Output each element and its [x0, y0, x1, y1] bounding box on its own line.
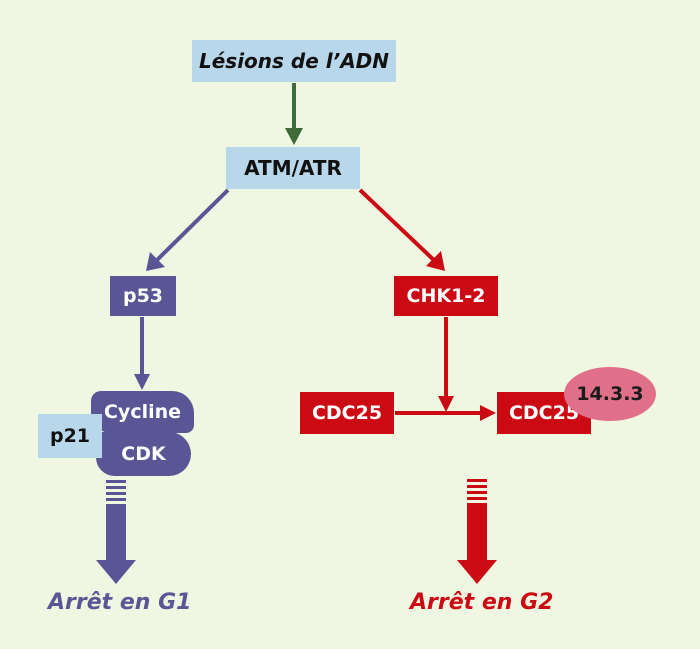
arrowhead-chk-to-junction: [438, 396, 454, 412]
arrow-atm-to-chk: [358, 188, 439, 265]
arrow-cdc25-to-g2: [457, 479, 497, 584]
label-arret-g1: Arrêt en G1: [48, 590, 192, 615]
arrowhead-cdc25-to-cdc25: [480, 405, 496, 421]
arrowhead-p53-to-cycline: [134, 374, 150, 390]
node-cdk: CDK: [96, 432, 191, 476]
label-arret-g2: Arrêt en G2: [410, 590, 554, 615]
node-cycline: Cycline: [91, 391, 194, 433]
node-p53: p53: [110, 276, 176, 316]
arrowhead-atm-to-chk: [426, 251, 445, 271]
arrowhead-lesions-to-atm: [285, 128, 303, 145]
node-14-3-3: 14.3.3: [564, 367, 656, 421]
arrowhead-atm-to-p53: [146, 252, 165, 271]
node-chk1-2: CHK1-2: [394, 276, 498, 316]
node-cdc25-left: CDC25: [300, 392, 394, 434]
arrow-cdk-to-g1: [96, 480, 136, 584]
node-lesions-adn: Lésions de l’ADN: [192, 40, 396, 82]
node-p21: p21: [38, 414, 102, 458]
arrow-atm-to-p53: [152, 188, 230, 265]
node-atm-atr: ATM/ATR: [226, 147, 360, 189]
